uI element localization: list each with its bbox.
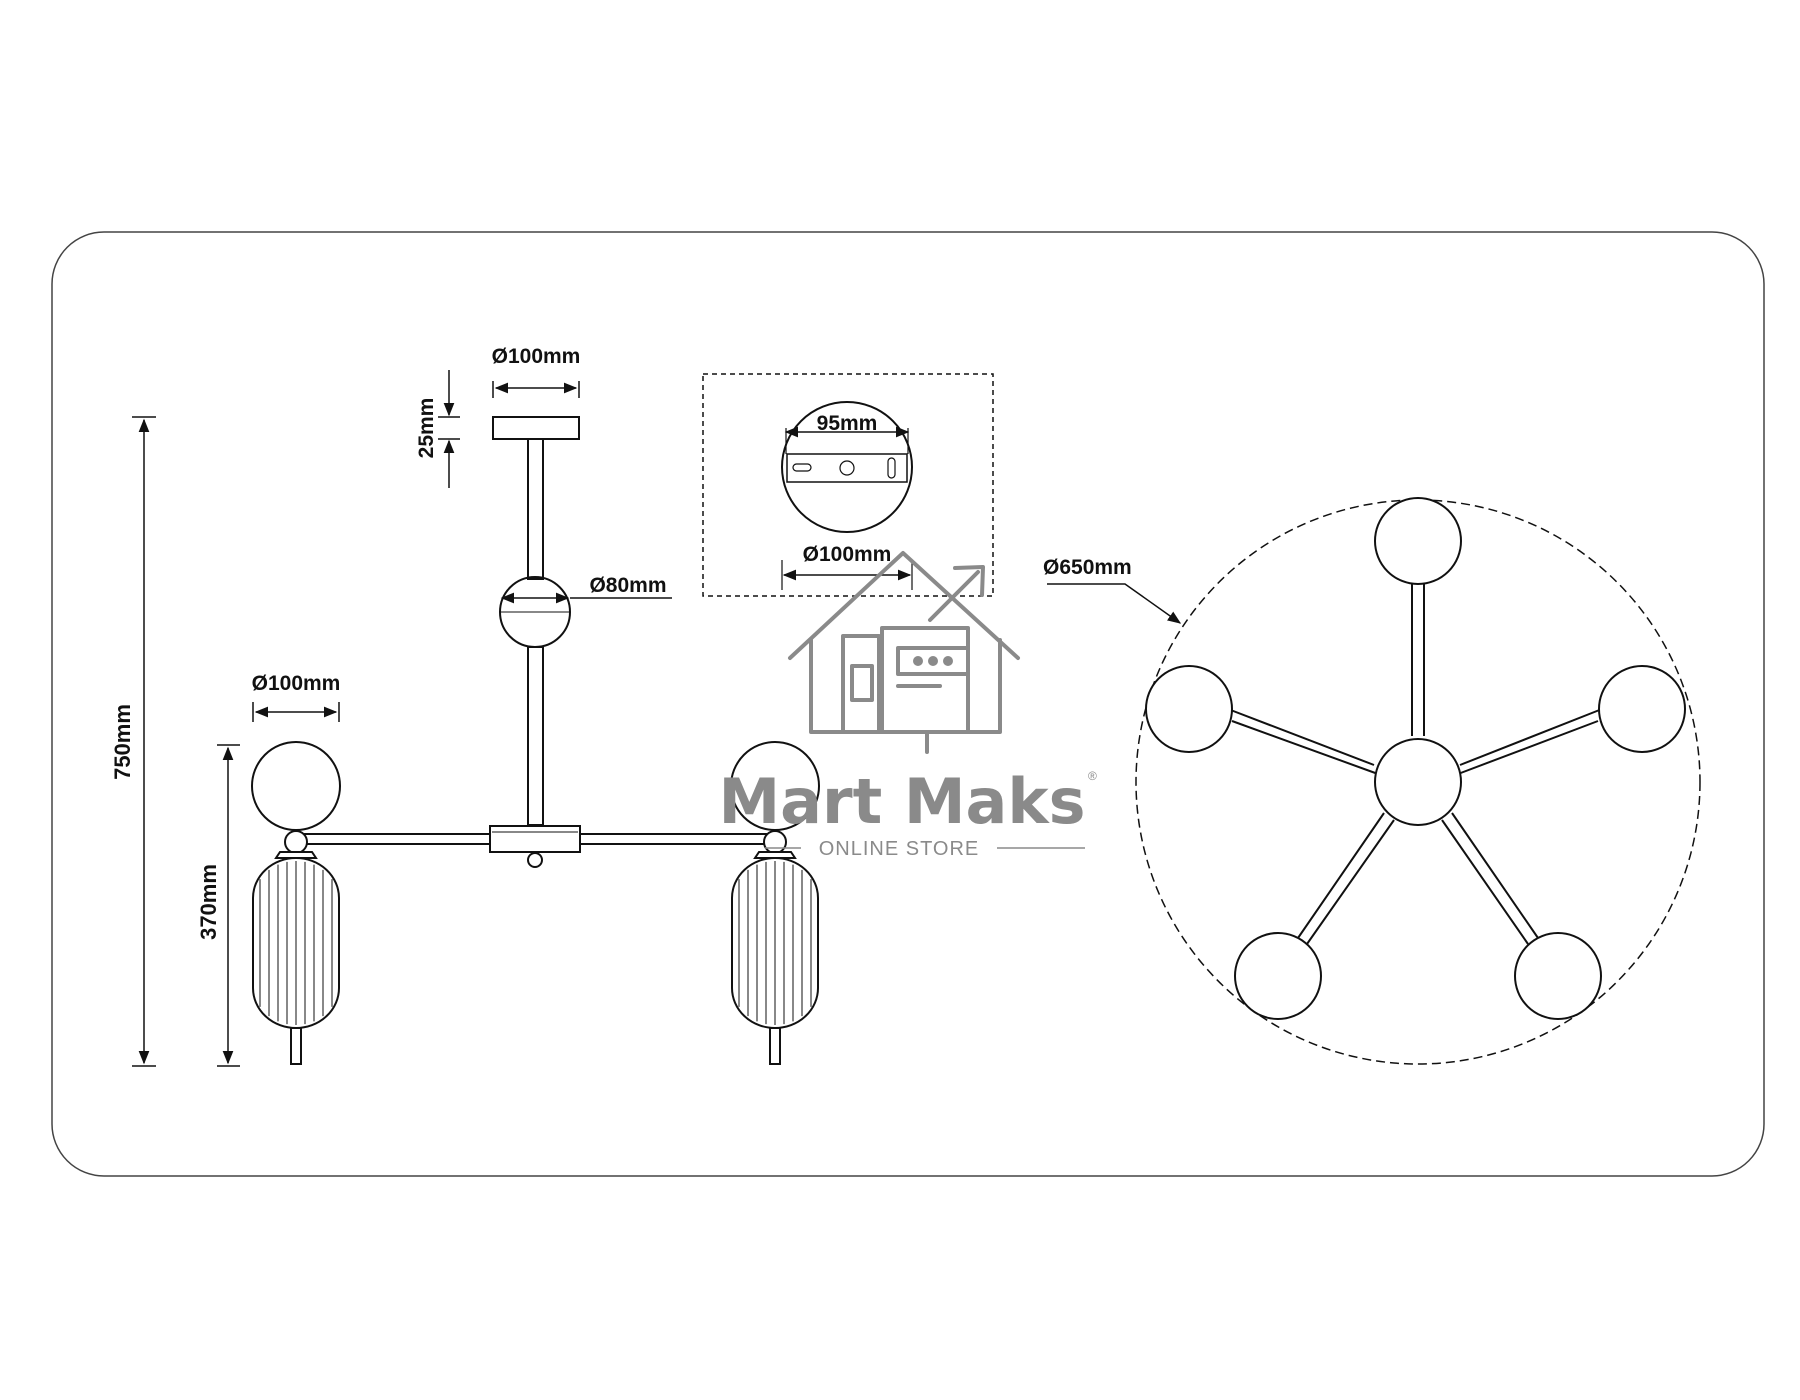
canopy-height-label: 25mm bbox=[415, 398, 438, 459]
arm-hub bbox=[489, 825, 581, 853]
shade-diameter-label: Ø100mm bbox=[252, 672, 341, 695]
brand-name: Mart Maks bbox=[718, 765, 1085, 838]
top-center-hub bbox=[1374, 738, 1462, 826]
center-ball-label: Ø80mm bbox=[589, 574, 666, 597]
house-logo-icon bbox=[788, 551, 1020, 754]
mounting-plate bbox=[781, 401, 913, 533]
drawing-frame bbox=[51, 231, 1765, 1177]
overall-height-label: 750mm bbox=[110, 704, 135, 780]
top-globe-4 bbox=[1234, 932, 1322, 1020]
spread-diameter-label: Ø650mm bbox=[1043, 556, 1132, 579]
rod-lower bbox=[527, 646, 544, 826]
right-lamp bbox=[730, 741, 820, 1065]
dimension-lines bbox=[132, 370, 672, 1067]
bracket-width-label: 95mm bbox=[817, 412, 878, 435]
registered-mark: ® bbox=[1088, 769, 1098, 783]
left-globe bbox=[251, 741, 341, 831]
left-lamp bbox=[251, 741, 341, 1065]
top-view bbox=[1047, 497, 1701, 1065]
spread-circle bbox=[1135, 499, 1701, 1065]
top-globe-1 bbox=[1374, 497, 1462, 585]
canopy bbox=[492, 416, 580, 440]
brand-watermark: Mart Maks ® ONLINE STORE bbox=[718, 551, 1098, 860]
top-globe-5 bbox=[1514, 932, 1602, 1020]
top-globe-3 bbox=[1598, 665, 1686, 753]
mounting-bracket bbox=[786, 453, 908, 483]
side-view bbox=[251, 416, 820, 1065]
rod-upper bbox=[527, 438, 544, 580]
canopy-diameter-label: Ø100mm bbox=[492, 345, 581, 368]
shade-height-label: 370mm bbox=[196, 864, 221, 940]
mounting-detail bbox=[702, 373, 994, 597]
plate-diameter-label: Ø100mm bbox=[803, 543, 892, 566]
detail-box bbox=[702, 373, 994, 597]
brand-tagline: ONLINE STORE bbox=[819, 838, 980, 860]
top-globe-2 bbox=[1145, 665, 1233, 753]
